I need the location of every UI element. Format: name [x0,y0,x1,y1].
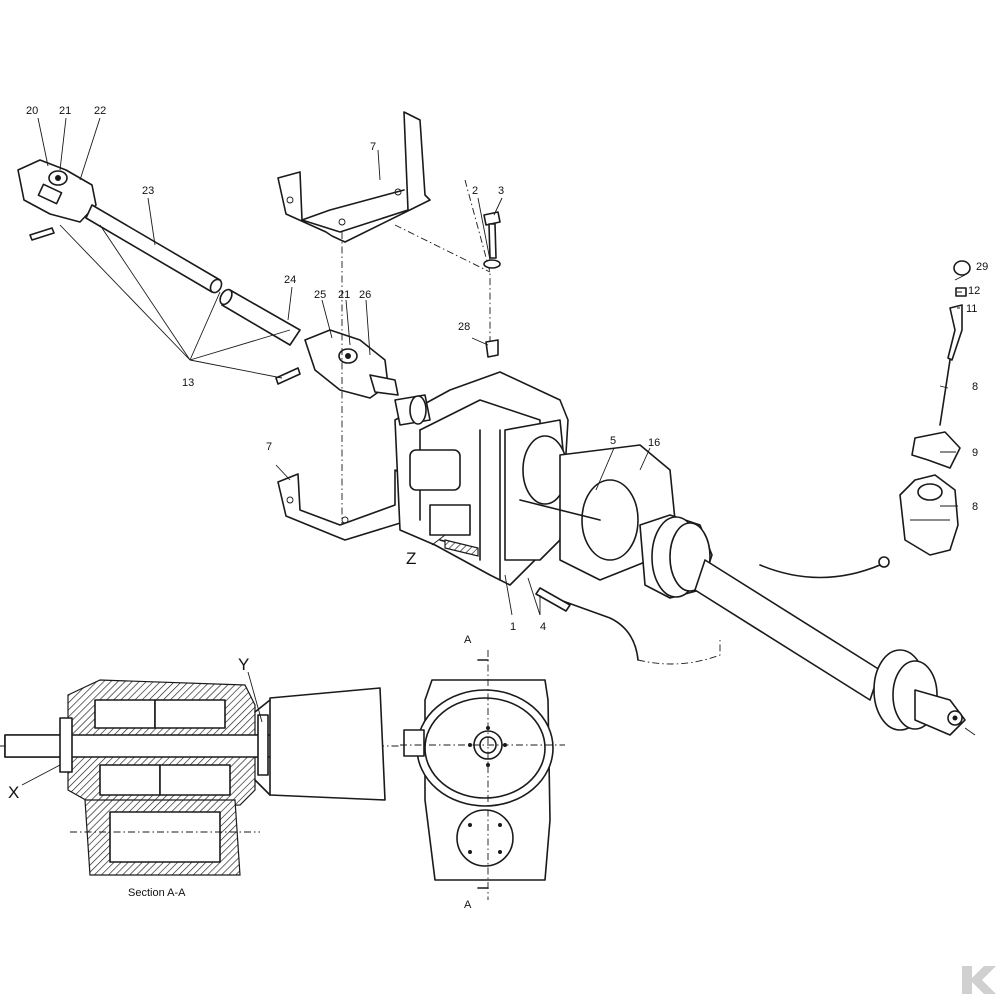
bolt-and-washer [483,211,501,358]
section-marker-a-bottom: A [464,899,472,911]
callout-2: 2 [472,185,478,197]
callout-numbers: 20 21 22 23 24 25 21 26 13 7 2 3 28 7 5 … [26,105,988,633]
lower-mounting-bracket [277,469,411,541]
view-letters: Z Y X A A Section A-A [8,549,472,911]
callout-11: 11 [966,303,977,315]
pto-shaft [639,514,976,736]
control-cables [535,556,890,665]
callout-21: 21 [59,105,71,117]
detail-letter-y: Y [238,655,249,674]
callout-8-lower: 8 [972,501,978,513]
corner-logo-mark [962,966,996,994]
callout-21-lower: 21 [338,289,350,301]
callout-20: 20 [26,105,38,117]
section-caption: Section A-A [128,887,186,899]
callout-5: 5 [610,435,616,447]
upper-drive-shaft [17,159,399,399]
callout-12: 12 [968,285,980,297]
callout-4: 4 [540,621,546,633]
callout-24: 24 [284,274,296,286]
callout-22: 22 [94,105,106,117]
callout-23: 23 [142,185,154,197]
callout-25: 25 [314,289,326,301]
callout-26: 26 [359,289,371,301]
section-a-a-view [0,671,400,876]
callout-16: 16 [648,437,660,449]
callout-7-upper: 7 [370,141,376,153]
detail-letter-z: Z [406,549,416,568]
control-lever-assembly [899,260,971,556]
callout-8-upper: 8 [972,381,978,393]
callout-13: 13 [182,377,194,389]
callout-29: 29 [976,261,988,273]
section-marker-a-top: A [464,634,472,646]
callout-leader-lines [37,117,966,616]
gearbox-housing [394,371,676,586]
callout-1: 1 [510,621,516,633]
bolt-center-line [394,179,491,345]
upper-mounting-bracket [277,111,431,243]
gearbox-end-view [400,650,565,900]
callout-9: 9 [972,447,978,459]
callout-7-lower: 7 [266,441,272,453]
callout-3: 3 [498,185,504,197]
detail-letter-x: X [8,783,19,802]
callout-28: 28 [458,321,470,333]
